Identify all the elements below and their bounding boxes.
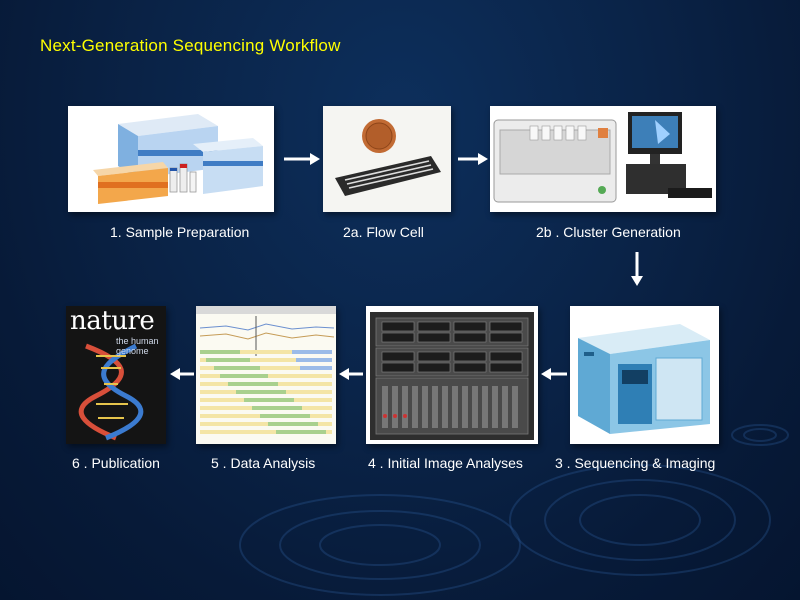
journal-cover-text: the human genome [116, 336, 159, 356]
arrow-right-icon [284, 153, 320, 165]
alignment-viewer-icon [196, 306, 336, 444]
journal-cover-image: nature the human genome [66, 306, 166, 444]
caption-publication: 6 . Publication [72, 455, 160, 471]
sequencer-icon [570, 306, 719, 444]
caption-sample-preparation: 1. Sample Preparation [110, 224, 250, 240]
page-title: Next-Generation Sequencing Workflow [40, 36, 341, 55]
arrow-down-icon [631, 252, 643, 286]
caption-flow-cell: 2a. Flow Cell [343, 224, 424, 240]
sample-kit-image [68, 106, 274, 212]
arrow-left-icon [170, 368, 194, 380]
flow-cell-image [323, 106, 451, 212]
alignment-viewer-image [196, 306, 336, 444]
sample-kit-icon [68, 106, 274, 212]
caption-cluster-generation: 2b . Cluster Generation [536, 224, 681, 240]
sequencer-image [570, 306, 719, 444]
server-rack-image [366, 306, 538, 444]
server-rack-icon [366, 306, 538, 444]
arrow-right-icon [458, 153, 488, 165]
caption-data-analysis: 5 . Data Analysis [211, 455, 316, 471]
journal-masthead: nature [70, 306, 155, 336]
caption-sequencing-imaging: 3 . Sequencing & Imaging [555, 455, 716, 471]
flow-cell-icon [323, 106, 451, 212]
cluster-station-image [490, 106, 716, 212]
caption-initial-image-analyses: 4 . Initial Image Analyses [368, 455, 523, 471]
arrow-left-icon [339, 368, 363, 380]
journal-cover-art [66, 306, 166, 444]
cluster-station-icon [490, 106, 716, 212]
arrow-left-icon [541, 368, 567, 380]
